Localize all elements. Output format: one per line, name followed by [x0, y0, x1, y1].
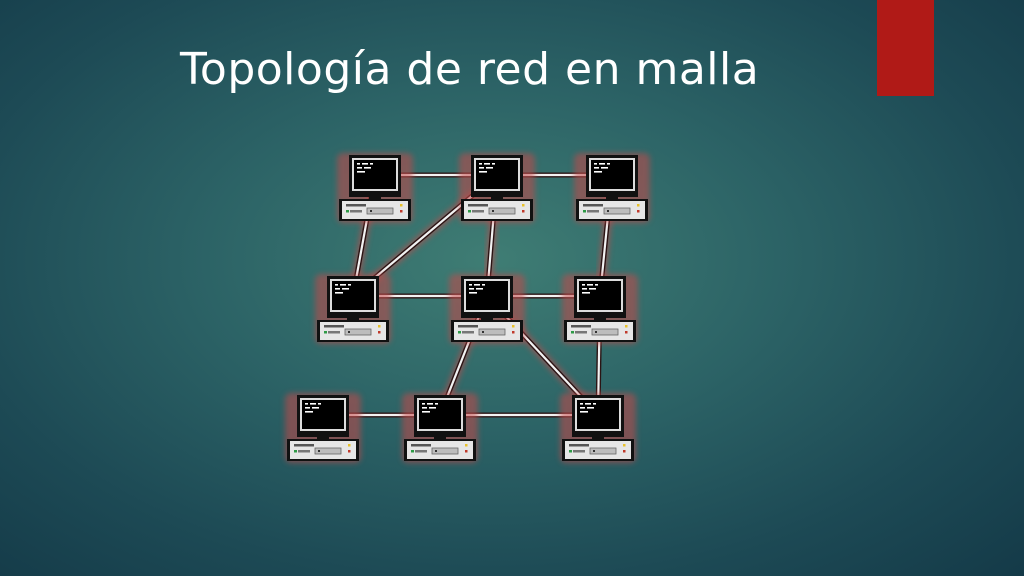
pc-4-computer-icon [315, 274, 391, 344]
pc-7-computer-icon [285, 393, 361, 463]
pc-8-computer-icon [402, 393, 478, 463]
nodes-layer [285, 153, 650, 463]
pc-5-computer-icon [449, 274, 525, 344]
pc-3-computer-icon [574, 153, 650, 223]
pc-6-computer-icon [562, 274, 638, 344]
pc-1-computer-icon [337, 153, 413, 223]
accent-bar [877, 0, 934, 96]
pc-9-computer-icon [560, 393, 636, 463]
pc-2-computer-icon [459, 153, 535, 223]
slide-title: Topología de red en malla [180, 44, 760, 95]
